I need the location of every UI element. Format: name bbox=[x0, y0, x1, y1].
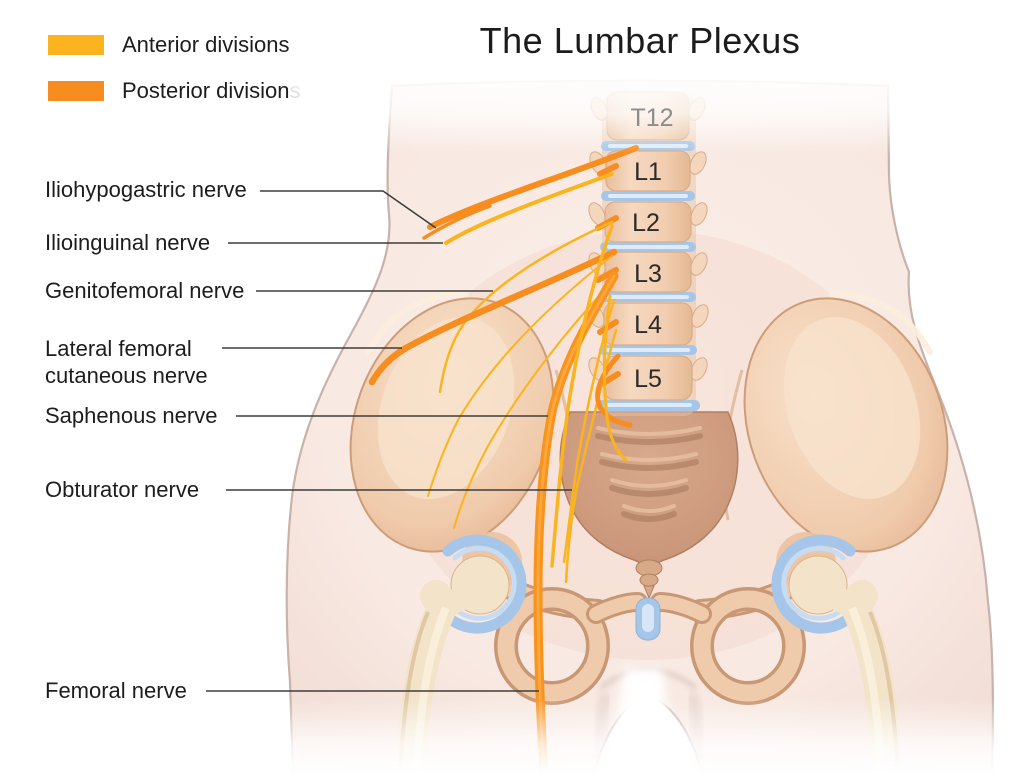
leader-iliohypogastric bbox=[260, 190, 437, 229]
anterior-swatch-rect bbox=[48, 35, 104, 55]
label-L4: L4 bbox=[634, 311, 662, 339]
nerve-label-obturator: Obturator nerve bbox=[45, 477, 200, 502]
pubic-arch bbox=[493, 575, 806, 705]
iliohypogastric-nerve bbox=[427, 145, 639, 230]
label-L1: L1 bbox=[634, 158, 662, 186]
nerve-label-saphenous: Saphenous nerve bbox=[45, 403, 218, 428]
legend: Anterior divisions Posterior divisions bbox=[48, 32, 301, 126]
label-L2: L2 bbox=[632, 209, 660, 237]
vertebra-labels: T12 L1 L2 L3 L4 L5 bbox=[630, 104, 673, 393]
label-T12: T12 bbox=[630, 104, 673, 132]
ilioinguinal-nerve bbox=[444, 172, 614, 245]
nerve-label-lateral-femoral-cutaneous: Lateral femoral cutaneous nerve bbox=[45, 336, 208, 388]
left-ilium-highlight bbox=[377, 316, 515, 500]
top-fade bbox=[290, 66, 910, 154]
vertebra-L4 bbox=[603, 302, 693, 346]
page-title: The Lumbar Plexus bbox=[479, 20, 801, 61]
legend-item-posterior: Posterior divisions bbox=[48, 78, 301, 103]
lateral-femoral-cutaneous-nerve bbox=[368, 248, 618, 386]
legend-label-posterior: Posterior divisions bbox=[122, 78, 301, 103]
right-iliac-crest bbox=[829, 291, 933, 355]
leader-lines bbox=[206, 190, 572, 692]
left-iliac-crest bbox=[365, 291, 469, 355]
right-ilium-highlight bbox=[783, 316, 921, 500]
sacrum bbox=[559, 411, 739, 600]
pelvis-ilium-bones bbox=[349, 291, 949, 553]
saphenous-nerve bbox=[550, 224, 614, 568]
left-hip-cartilage bbox=[437, 534, 527, 634]
genitofemoral-nerve bbox=[438, 220, 614, 394]
label-L3: L3 bbox=[634, 260, 662, 288]
bottom-fade bbox=[260, 698, 1020, 774]
legend-item-anterior: Anterior divisions bbox=[48, 32, 301, 57]
hip-joints-femurs bbox=[395, 532, 903, 774]
vertebra-L3 bbox=[604, 251, 692, 293]
label-L5: L5 bbox=[634, 365, 662, 393]
posterior-swatch-rect bbox=[48, 81, 104, 101]
right-hip-cartilage bbox=[771, 534, 861, 634]
nerve-label-iliohypogastric: Iliohypogastric nerve bbox=[45, 177, 247, 202]
nerve-label-femoral: Femoral nerve bbox=[45, 678, 187, 703]
anterior-swatch bbox=[48, 35, 104, 55]
legend-label-anterior: Anterior divisions bbox=[122, 32, 290, 57]
posterior-swatch bbox=[48, 81, 104, 101]
nerve-label-genitofemoral: Genitofemoral nerve bbox=[45, 278, 245, 303]
lumbar-plexus-nerves bbox=[368, 145, 639, 774]
nerve-label-ilioinguinal: Ilioinguinal nerve bbox=[45, 230, 211, 255]
